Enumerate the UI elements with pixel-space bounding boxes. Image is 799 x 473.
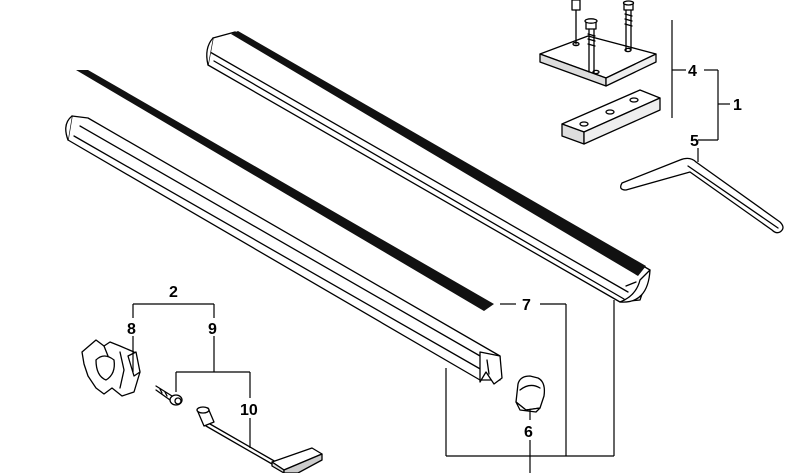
- end-cap: [515, 375, 546, 413]
- callout-5: 5: [690, 133, 699, 150]
- foot-clamp: [81, 339, 141, 397]
- allen-key: [620, 157, 784, 234]
- callout-labels: 4 1 5 2 8 9 10 7 6: [127, 63, 742, 441]
- callout-4: 4: [688, 63, 697, 80]
- small-screw: [155, 385, 183, 406]
- rubber-strip: [76, 70, 494, 311]
- callout-9: 9: [208, 321, 217, 338]
- callout-7: 7: [522, 297, 531, 314]
- callout-1: 1: [733, 97, 742, 114]
- leader-lines: [132, 20, 730, 473]
- front-crossbar: [65, 115, 503, 385]
- tension-rod: [196, 406, 323, 473]
- callout-8: 8: [127, 321, 136, 338]
- callout-2: 2: [169, 284, 178, 301]
- rear-crossbar: [206, 31, 651, 303]
- callout-10: 10: [240, 402, 258, 419]
- mounting-kit: [539, 0, 661, 145]
- callout-6: 6: [524, 424, 533, 441]
